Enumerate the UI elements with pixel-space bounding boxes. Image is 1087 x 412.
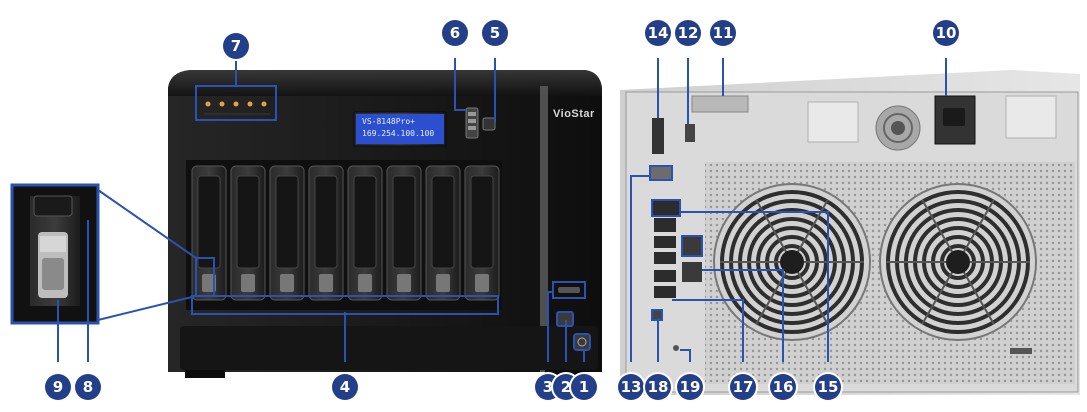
drive-bay-tray: [308, 165, 344, 301]
marker-19: 19: [677, 374, 703, 400]
marker-11: 11: [710, 20, 736, 46]
rear-fan: [713, 183, 871, 341]
marker-12: 12: [675, 20, 701, 46]
callout-lines: [57, 58, 947, 362]
drive-bay-tray: [269, 165, 305, 301]
marker-14: 14: [645, 20, 671, 46]
zoom-inset: [10, 183, 197, 325]
marker-7: 7: [223, 33, 249, 59]
drive-bay-tray: [347, 165, 383, 301]
marker-13: 13: [618, 374, 644, 400]
lcd-buttons: [465, 107, 496, 139]
status-led-panel: [195, 85, 277, 121]
brand-logo: VioStar: [553, 108, 595, 120]
marker-10: 10: [933, 20, 959, 46]
rear-chassis: [620, 70, 1080, 395]
lcd-line-2: 169.254.100.100: [362, 129, 435, 138]
marker-16: 16: [770, 374, 796, 400]
marker-6: 6: [442, 20, 468, 46]
marker-15: 15: [815, 374, 841, 400]
marker-17: 17: [730, 374, 756, 400]
drive-bay-tray: [191, 165, 227, 301]
marker-5: 5: [482, 20, 508, 46]
rear-fan: [879, 183, 1037, 341]
marker-1: 1: [571, 374, 597, 400]
lcd-line-1: VS-8148Pro+: [362, 117, 415, 126]
drive-bay-tray: [425, 165, 461, 301]
drive-bay-tray: [464, 165, 500, 301]
marker-8: 8: [75, 374, 101, 400]
drive-bay-tray: [386, 165, 422, 301]
lcd-panel: [353, 111, 447, 147]
marker-4: 4: [332, 374, 358, 400]
drive-bay-tray: [230, 165, 266, 301]
drive-bays: [186, 160, 502, 310]
marker-9: 9: [45, 374, 71, 400]
tray-lock-highlight: [195, 257, 215, 297]
marker-18: 18: [645, 374, 671, 400]
